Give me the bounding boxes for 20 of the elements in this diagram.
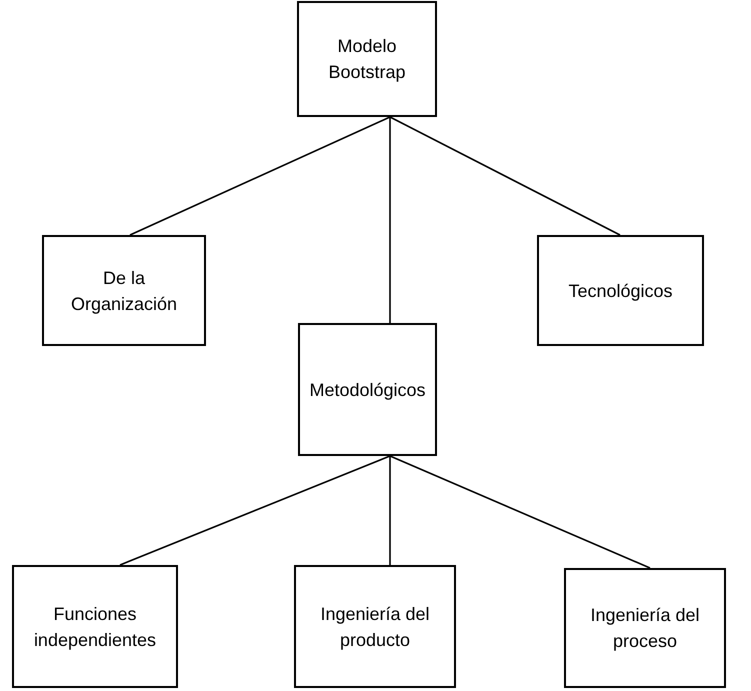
text-box — [12, 565, 178, 688]
connector-line — [390, 455, 650, 569]
connector-line — [130, 116, 390, 236]
node-label: Metodológicos — [308, 378, 427, 402]
node-label: Ingeniería del proceso — [589, 604, 701, 653]
text-box — [298, 323, 437, 456]
node-label: Ingeniería del producto — [319, 602, 431, 652]
node-label: Modelo Bootstrap — [327, 35, 407, 84]
connector-line — [389, 456, 391, 565]
node-label: Funciones independientes — [32, 602, 158, 652]
node-label: Tecnológicos — [567, 280, 674, 303]
text-box — [42, 235, 206, 346]
text-box — [294, 565, 456, 688]
connector-line — [120, 455, 390, 566]
connector-line — [390, 116, 620, 236]
text-box — [564, 568, 726, 688]
text-box — [297, 1, 437, 117]
connector-line — [389, 117, 391, 323]
node-label: De la Organización — [70, 266, 178, 316]
text-box — [537, 235, 704, 346]
